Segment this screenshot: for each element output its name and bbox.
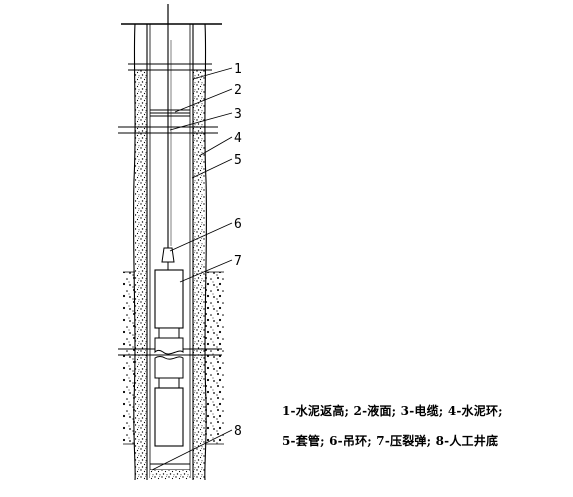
callout-8: 8	[234, 424, 242, 439]
leader-line-3	[169, 112, 233, 131]
leader-line-8	[151, 429, 233, 471]
leader-line-5	[191, 158, 233, 179]
callout-5: 5	[234, 153, 242, 168]
legend-line-1: 1-水泥返高; 2-液面; 3-电缆; 4-水泥环;	[282, 404, 503, 418]
callout-6: 6	[234, 217, 242, 232]
perforating-gun-upper	[154, 269, 184, 329]
wellbore-wall-right	[204, 23, 208, 481]
hanging-ring	[161, 247, 175, 263]
perforating-gun-lower	[154, 387, 184, 447]
leader-lines	[151, 67, 233, 471]
artificial-bottom-fill	[150, 470, 190, 480]
cement-sheath-left	[135, 70, 147, 480]
callout-1: 1	[234, 62, 242, 77]
callout-3: 3	[234, 107, 242, 122]
gun-connector-2	[158, 377, 180, 389]
leader-line-7	[179, 259, 233, 283]
leader-line-1	[192, 67, 233, 80]
wellbore-wall-left	[132, 23, 136, 481]
callout-7: 7	[234, 254, 242, 269]
leader-line-2	[174, 88, 233, 113]
section-break-top	[128, 63, 212, 71]
perforating-gun-middle	[154, 337, 184, 379]
leader-line-6	[169, 222, 233, 252]
callout-2: 2	[234, 83, 242, 98]
artificial-bottom	[150, 463, 190, 471]
legend-line-2: 5-套管; 6-吊环; 7-压裂弹; 8-人工井底	[282, 434, 499, 448]
leader-line-4	[198, 136, 233, 157]
fluid-level	[150, 109, 190, 117]
cement-sheath-right	[193, 70, 205, 480]
callout-4: 4	[234, 131, 242, 146]
gun-connector-1	[158, 327, 180, 339]
